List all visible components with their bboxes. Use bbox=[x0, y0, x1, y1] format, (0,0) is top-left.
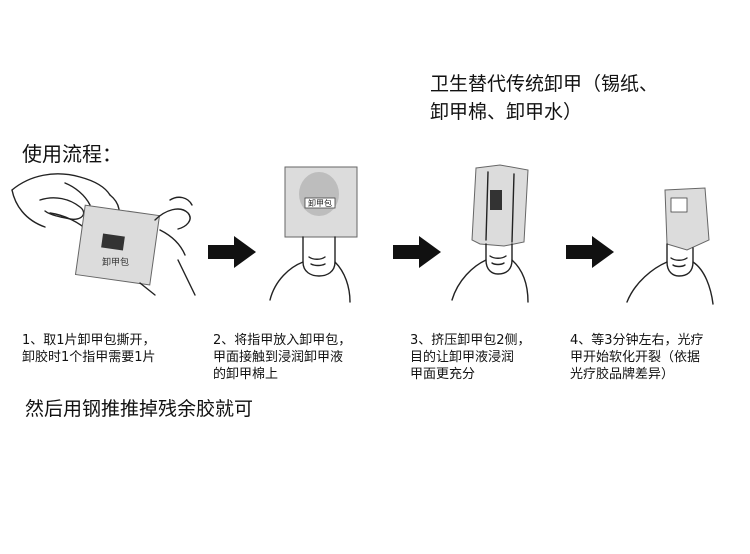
step-2-illustration: 卸甲包 bbox=[269, 166, 358, 303]
step-3-caption: 3、挤压卸甲包2侧， 目的让卸甲液浸润 甲面更充分 bbox=[410, 332, 570, 383]
headline-line-2: 卸甲棉、卸甲水） bbox=[430, 101, 583, 123]
headline-line-1: 卫生替代传统卸甲（锡纸、 bbox=[430, 73, 659, 95]
step-4-caption: 4、等3分钟左右，光疗 甲开始软化开裂（依据 光疗胶品牌差异） bbox=[570, 332, 745, 383]
footer-note: 然后用钢推推掉残余胶就可 bbox=[25, 398, 254, 420]
step-4-line-3: 光疗胶品牌差异） bbox=[570, 367, 675, 382]
step-2-line-1: 2、将指甲放入卸甲包， bbox=[213, 333, 352, 348]
step-3-line-3: 甲面更充分 bbox=[410, 367, 476, 382]
headline: 卫生替代传统卸甲（锡纸、 卸甲棉、卸甲水） bbox=[430, 70, 730, 126]
step-4-illustration bbox=[626, 187, 714, 305]
step-1-line-1: 1、取1片卸甲包撕开， bbox=[22, 333, 156, 348]
step-3-line-1: 3、挤压卸甲包2侧， bbox=[410, 333, 531, 348]
step-3-line-2: 目的让卸甲液浸润 bbox=[410, 350, 515, 365]
step-2-caption: 2、将指甲放入卸甲包， 甲面接触到浸润卸甲液 的卸甲棉上 bbox=[213, 332, 398, 383]
step-1-packet-label: 卸甲包 bbox=[102, 256, 129, 268]
arrow-1 bbox=[208, 236, 256, 268]
step-2-packet-label: 卸甲包 bbox=[308, 198, 332, 208]
step-1-caption: 1、取1片卸甲包撕开， 卸胶时1个指甲需要1片 bbox=[22, 332, 207, 366]
flow-title: 使用流程： bbox=[22, 142, 122, 166]
arrow-2 bbox=[393, 236, 441, 268]
step-1-line-2: 卸胶时1个指甲需要1片 bbox=[22, 350, 156, 365]
step-4-line-1: 4、等3分钟左右，光疗 bbox=[570, 333, 704, 348]
step-3-illustration bbox=[451, 164, 529, 303]
step-2-line-3: 的卸甲棉上 bbox=[213, 367, 279, 382]
step-1-illustration: 卸甲包 bbox=[11, 173, 196, 296]
step-2-line-2: 甲面接触到浸润卸甲液 bbox=[213, 350, 344, 365]
arrow-3 bbox=[566, 236, 614, 268]
step-4-line-2: 甲开始软化开裂（依据 bbox=[570, 350, 701, 365]
